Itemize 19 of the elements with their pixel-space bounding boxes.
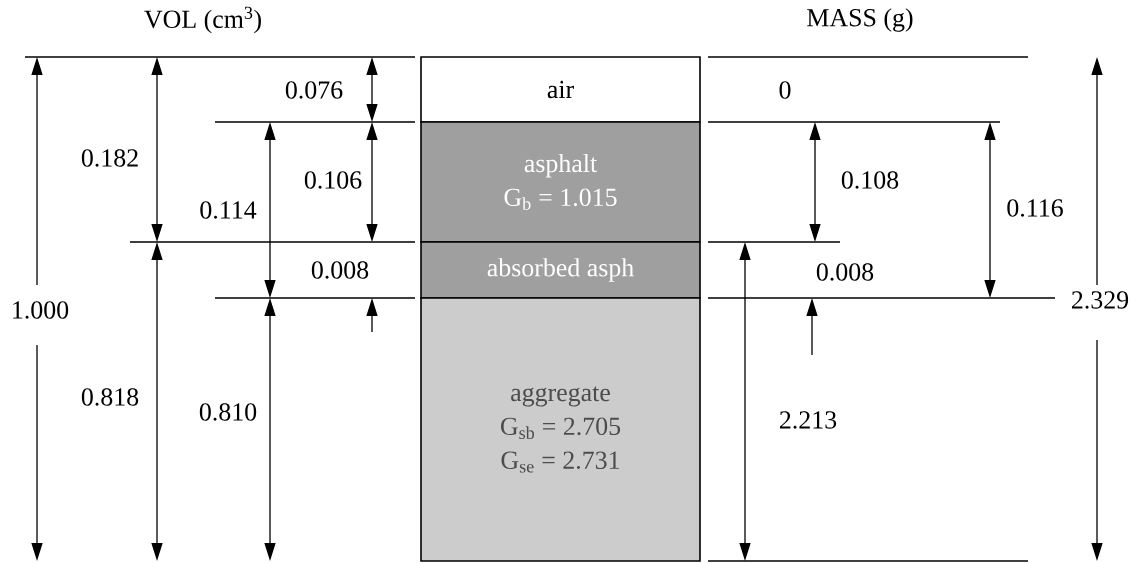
dimension-value: 0.818 <box>81 388 139 406</box>
dimension-value: 0.008 <box>311 261 369 279</box>
axis-title: VOL (cm$^{3}$) <box>144 6 261 34</box>
dimension-value: 0 <box>779 81 791 99</box>
dimension-value: 0.076 <box>285 81 343 99</box>
axis-title: MASS (g) <box>807 8 913 32</box>
layer-box: air <box>420 56 701 123</box>
layer-box: absorbed asph <box>420 241 701 299</box>
dimension-value: 0.810 <box>199 403 257 421</box>
layer-box: aggregate G$_{sb}$ = 2.705 G$_{se}$ = 2.731 <box>420 297 701 562</box>
dimension-value: 0.008 <box>816 263 874 281</box>
dimension-value: 0.182 <box>81 149 138 167</box>
dimension-value: 2.329 <box>1072 291 1129 309</box>
dimension-value: 0.106 <box>304 171 362 189</box>
dimension-value: 2.213 <box>780 411 837 429</box>
dimension-value: 0.116 <box>1007 199 1063 217</box>
dimension-value: 0.114 <box>200 201 257 219</box>
dimension-value: 0.108 <box>841 171 899 189</box>
dimension-value: 1.000 <box>13 301 69 319</box>
